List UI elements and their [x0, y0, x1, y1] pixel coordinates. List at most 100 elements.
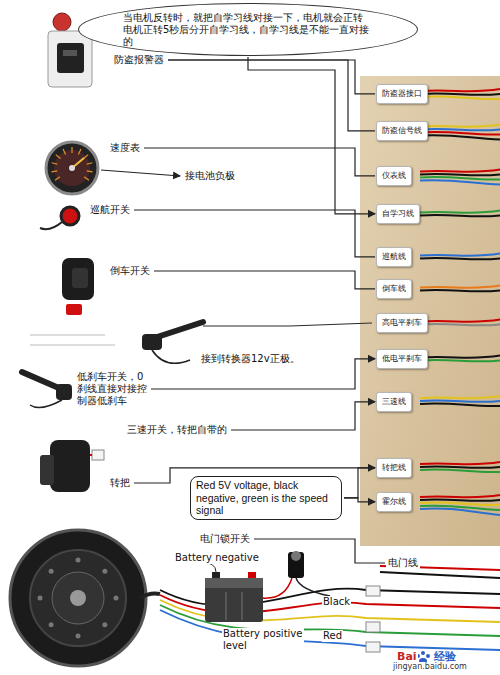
node-text: 速度表 — [110, 142, 140, 153]
wire — [380, 572, 500, 578]
motor-bolt — [76, 558, 81, 563]
wire — [420, 174, 500, 175]
node-text: 倒车开关 — [110, 265, 150, 276]
node-text: 转把线 — [382, 463, 406, 472]
harness-wires — [420, 89, 500, 515]
connector-tag: 高电平刹车 — [376, 313, 428, 333]
gauge-tick — [78, 149, 81, 154]
node-text: 低刹车开关，0刹线直接对接控制器低刹车 — [77, 371, 147, 406]
gauge-tick — [87, 163, 93, 164]
connector-tag: 仪表线 — [376, 166, 412, 186]
connector-tag: 巡航线 — [376, 247, 412, 267]
wire — [420, 396, 500, 398]
device-label: 转把 — [108, 476, 132, 490]
label: 接电池负极 — [184, 170, 236, 182]
note-oval: 当电机反转时，就把自学习线对接一下，电机就会正转 电机正转5秒后分开自学习线，自… — [78, 3, 418, 56]
connector — [144, 148, 375, 176]
connector — [254, 539, 385, 563]
motor-bolt — [38, 596, 43, 601]
label: Black — [322, 596, 351, 608]
hub-motor — [10, 530, 160, 666]
wire — [420, 401, 500, 402]
wire — [420, 356, 500, 358]
node-text: 当电机反转时，就把自学习线对接一下，电机就会正转 电机正转5秒后分开自学习线，自… — [123, 12, 369, 47]
node-text: 三速开关，转把自带的 — [127, 424, 227, 435]
wire — [420, 500, 500, 501]
reverse-switch — [30, 258, 105, 335]
device-label: 速度表 — [108, 141, 142, 155]
wire — [420, 258, 500, 259]
connector — [168, 60, 375, 131]
connector — [231, 402, 375, 430]
wood-panel — [360, 76, 500, 546]
node-text: 电门锁开关 — [200, 533, 250, 544]
speedometer — [46, 142, 98, 194]
connector — [248, 57, 375, 214]
gauge-tick — [55, 177, 60, 181]
wire — [420, 135, 500, 139]
device-label: 低刹车开关，0刹线直接对接控制器低刹车 — [75, 370, 149, 408]
wire — [420, 97, 500, 100]
connector-tag: 霍尔线 — [376, 492, 412, 512]
motor-bolt — [49, 569, 54, 574]
battery — [200, 562, 263, 622]
node-text: 防盗报警器 — [114, 54, 164, 65]
device-label: 三速开关，转把自带的 — [125, 423, 229, 437]
connector — [168, 60, 375, 94]
node-text: Red 5V voltage, black negative, green is… — [196, 479, 328, 516]
connector-tag: 转把线 — [376, 458, 412, 478]
device-label: 巡航开关 — [88, 203, 132, 217]
gauge-tick — [52, 163, 58, 164]
node-text: 倒车线 — [382, 284, 406, 293]
device-label: 电门锁开关 — [198, 532, 252, 546]
wire — [420, 509, 500, 515]
connector — [154, 271, 375, 289]
wire — [420, 324, 500, 325]
device-label: 倒车开关 — [108, 264, 152, 278]
wire — [420, 89, 500, 91]
wire — [420, 129, 500, 130]
wire — [420, 290, 500, 291]
node-text: 防盗器接口 — [382, 89, 422, 98]
wire — [420, 254, 500, 256]
wire — [420, 320, 500, 322]
wire — [420, 180, 500, 184]
node-text: 低电平刹车 — [382, 354, 422, 363]
gauge-tick — [56, 155, 61, 159]
wire — [420, 462, 500, 464]
wire — [420, 215, 500, 216]
label: Battery negative — [174, 552, 260, 564]
node-text: 霍尔线 — [382, 497, 406, 506]
node-text: 巡航线 — [382, 252, 406, 261]
label: 接到转换器12v正极。 — [200, 353, 301, 365]
connector — [344, 468, 375, 498]
node-text: 转把 — [110, 477, 130, 488]
label: Red — [322, 630, 343, 642]
throttle — [40, 440, 104, 492]
node-text: 高电平刹车 — [382, 318, 422, 327]
gauge-tick — [71, 147, 72, 153]
node-text: 自学习线 — [382, 209, 414, 218]
wire — [420, 467, 500, 468]
cruise-switch — [40, 207, 79, 229]
connector-tag: 倒车线 — [376, 279, 412, 299]
wire — [420, 211, 500, 213]
wire — [420, 404, 500, 407]
connector — [344, 498, 375, 502]
node-text: 仪表线 — [382, 171, 406, 180]
motor-bolt — [114, 596, 119, 601]
motor-bolt — [76, 634, 81, 639]
label: jingyan.baidu.com — [392, 662, 468, 672]
wire — [420, 360, 500, 361]
wire — [420, 286, 500, 288]
wire — [420, 125, 500, 127]
motor-bolt — [102, 622, 107, 627]
wire — [420, 94, 500, 95]
motor-bolt — [49, 622, 54, 627]
connector-tag: 自学习线 — [376, 204, 420, 224]
motor-wires — [160, 566, 500, 650]
note-box: Red 5V voltage, black negative, green is… — [190, 476, 342, 520]
key-switch — [262, 551, 330, 598]
gauge-tick — [87, 171, 93, 172]
